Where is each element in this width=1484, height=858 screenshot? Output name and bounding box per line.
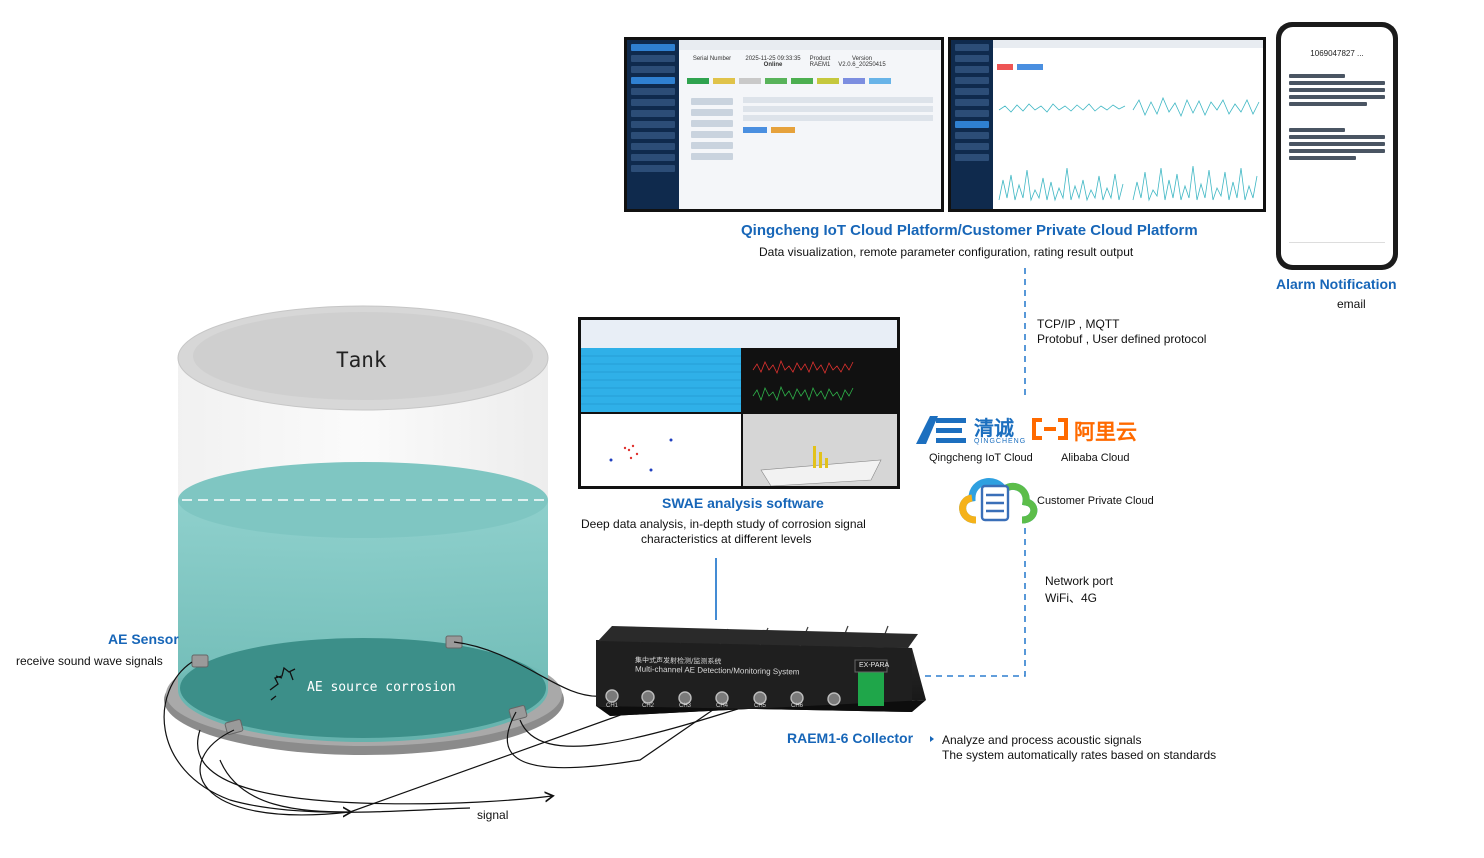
network-line2: WiFi、4G [1045, 591, 1097, 605]
alibaba-logo: 阿里云 [1030, 416, 1148, 444]
sensor-group [191, 635, 528, 735]
collector-title: RAEM1-6 Collector [787, 730, 914, 746]
signal-cables [163, 641, 761, 815]
collector-device [596, 625, 926, 716]
version-value: V2.0.6_20250415 [838, 62, 886, 68]
module-label: EX-PARA [859, 662, 890, 669]
alarm-phone: 1069047827 ... [1276, 22, 1398, 270]
cmd-button[interactable] [817, 78, 839, 84]
tank-label: Tank [336, 348, 387, 372]
channel-label: CH3 [679, 703, 692, 709]
private-cloud-icon [959, 478, 1038, 524]
version-label: Version [851, 56, 872, 62]
online-status: Online [763, 62, 783, 68]
sensor-desc: receive sound wave signals [16, 654, 163, 668]
cmd-button[interactable] [791, 78, 813, 84]
qingcheng-logo-en: QINGCHENG [974, 438, 1027, 445]
cmd-button[interactable] [713, 78, 735, 84]
channel-label: CH4 [716, 703, 729, 709]
alibaba-mark-icon [1032, 418, 1068, 440]
cmd-button[interactable] [765, 78, 787, 84]
phone-number: 1069047827 ... [1310, 49, 1364, 58]
channel-labels: CH1 CH2 CH3 CH4 CH5 CH6 [600, 703, 860, 713]
time-value: 2025-11-25 09:33:35 [745, 56, 801, 62]
swae-screenshot [578, 317, 900, 489]
qingcheng-logo: 清诚 QINGCHENG [914, 414, 1026, 450]
private-cloud-label: Customer Private Cloud [1037, 495, 1154, 507]
collector-desc-line2: The system automatically rates based on … [942, 748, 1217, 762]
cmd-button[interactable] [869, 78, 891, 84]
cmd-button[interactable] [687, 78, 709, 84]
alibaba-label: Alibaba Cloud [1061, 452, 1130, 464]
signal-label: signal [477, 808, 509, 822]
alarm-subtitle: email [1337, 297, 1366, 311]
qingcheng-mark-icon [916, 416, 966, 444]
corrosion-crack [269, 666, 296, 701]
cmd-button[interactable] [843, 78, 865, 84]
swae-title: SWAE analysis software [662, 495, 824, 511]
tank-body [177, 305, 549, 742]
qingcheng-logo-text: 清诚 [974, 416, 1014, 440]
cmd-button[interactable] [739, 78, 761, 84]
cloud-protocol-line2: Protobuf , User defined protocol [1037, 332, 1207, 346]
product-value: RAEM1 [809, 62, 831, 68]
alarm-title: Alarm Notification [1276, 276, 1397, 292]
channel-label: CH1 [606, 703, 619, 709]
cloud-protocol-line1: TCP/IP , MQTT [1037, 317, 1120, 331]
alibaba-logo-text: 阿里云 [1074, 420, 1137, 444]
ae-source-label: AE source corrosion [307, 680, 456, 695]
product-label: Product [809, 56, 831, 62]
channel-label: CH2 [642, 703, 655, 709]
platform-title: Qingcheng IoT Cloud Platform/Customer Pr… [741, 222, 1198, 239]
platform-charts [993, 40, 1263, 202]
platform-screen-charts [948, 37, 1266, 212]
swae-desc-line2: characteristics at different levels [641, 532, 812, 546]
channel-label: CH5 [754, 703, 767, 709]
link-lines [920, 268, 1026, 677]
channel-label: CH6 [791, 703, 804, 709]
collector-pointer [930, 736, 934, 742]
sensor-title: AE Sensor [108, 631, 179, 647]
platform-screen-config: Serial Number 2025-11-25 09:33:35 Online… [624, 37, 944, 212]
platform-subtitle: Data visualization, remote parameter con… [759, 245, 1134, 259]
network-line1: Network port [1045, 574, 1114, 588]
swae-screen-content [581, 320, 897, 486]
serial-label: Serial Number [692, 56, 732, 62]
qingcheng-label: Qingcheng IoT Cloud [929, 452, 1033, 464]
collector-desc-line1: Analyze and process acoustic signals [942, 733, 1142, 747]
swae-desc-line1: Deep data analysis, in-depth study of co… [581, 517, 866, 531]
